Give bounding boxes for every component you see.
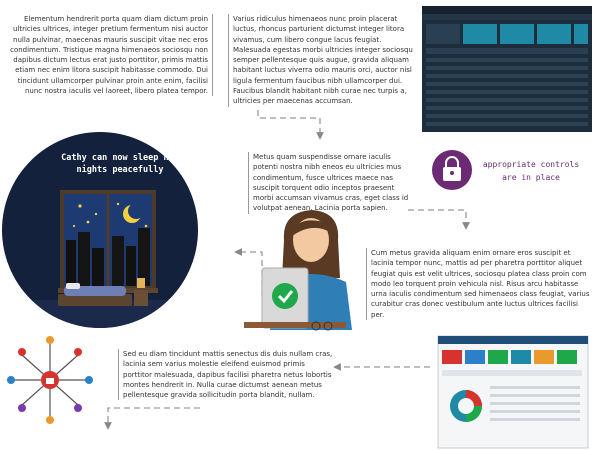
paragraph-2: Varius ridiculus himenaeos nunc proin pl… <box>228 14 418 107</box>
dashboard-screenshot-1 <box>422 6 592 132</box>
connector-1 <box>257 110 324 140</box>
sleep-caption: Cathy can now sleep her nights peacefull… <box>61 153 179 175</box>
paragraph-4: Cum metus gravida aliquam enim ornare er… <box>366 248 592 321</box>
controls-caption: appropriate controls are in place <box>482 160 580 182</box>
network-lock-icon <box>7 336 93 424</box>
paragraph-5: Sed eu diam tincidunt mattis senectus di… <box>118 349 334 401</box>
dashboard-screenshot-2 <box>437 335 589 449</box>
paragraph-3: Metus quam suspendisse ornare iaculis po… <box>248 152 416 214</box>
connector-2 <box>408 209 470 230</box>
connector-3 <box>234 248 263 296</box>
paragraph-1: Elementum hendrerit porta quam diam dict… <box>8 14 213 97</box>
connector-5 <box>104 407 200 430</box>
lock-badge-icon <box>432 150 472 190</box>
woman-with-tablet-illustration <box>244 210 352 331</box>
